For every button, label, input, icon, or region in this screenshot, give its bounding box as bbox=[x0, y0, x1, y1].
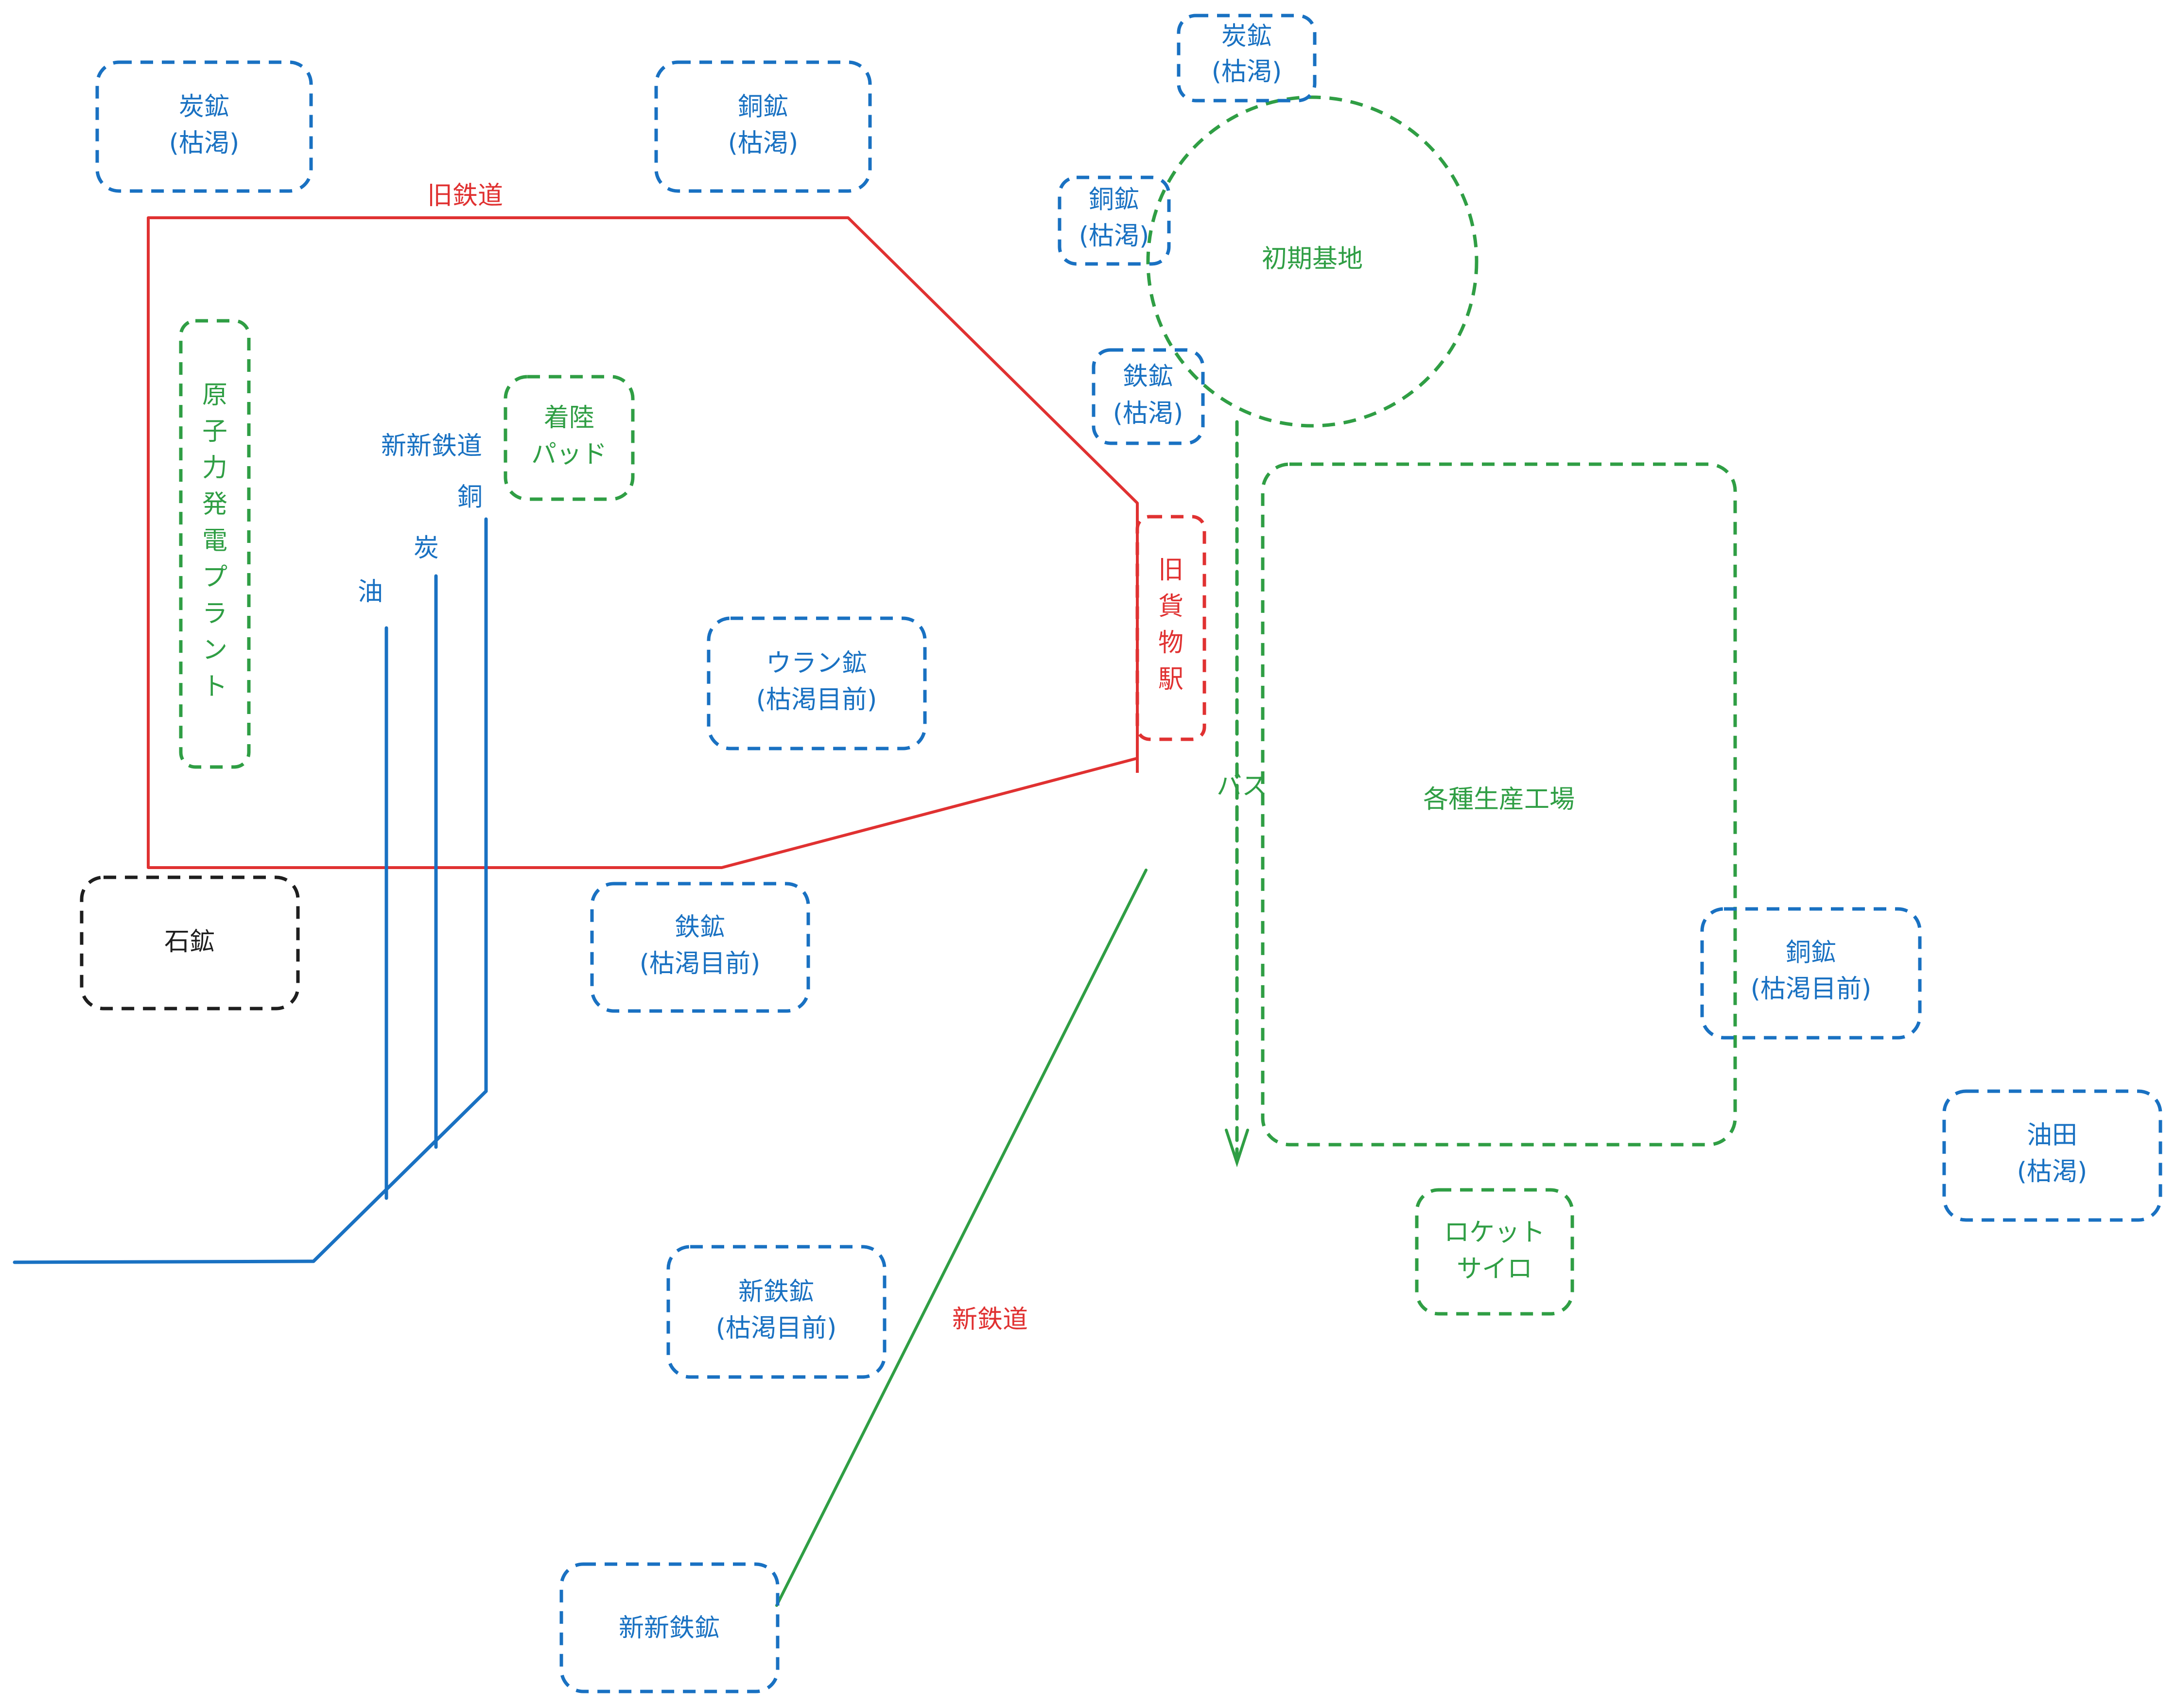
svg-text:(枯渇): (枯渇) bbox=[2017, 1157, 2088, 1186]
svg-text:プ: プ bbox=[202, 563, 227, 592]
svg-text:発: 発 bbox=[202, 490, 227, 519]
copper-mine-depleted-right: 銅鉱 (枯渇) bbox=[1058, 175, 1171, 266]
svg-text:初期基地: 初期基地 bbox=[1262, 244, 1363, 274]
svg-text:ウラン鉱: ウラン鉱 bbox=[766, 649, 867, 678]
iron-mine-nearly-depleted: 鉄鉱 (枯渇目前) bbox=[590, 882, 810, 1013]
svg-text:旧: 旧 bbox=[1158, 556, 1183, 585]
svg-text:各種生産工場: 各種生産工場 bbox=[1423, 785, 1575, 814]
svg-text:(枯渇目前): (枯渇目前) bbox=[1751, 975, 1872, 1004]
svg-text:炭鉱: 炭鉱 bbox=[1221, 22, 1272, 51]
svg-text:貨: 貨 bbox=[1158, 592, 1183, 621]
svg-text:炭鉱: 炭鉱 bbox=[179, 92, 229, 122]
svg-text:(枯渇): (枯渇) bbox=[728, 129, 799, 158]
svg-text:パッド: パッド bbox=[531, 440, 607, 469]
landing-pad: 着陸 パッド bbox=[504, 375, 635, 501]
svg-text:(枯渇): (枯渇) bbox=[1079, 222, 1149, 251]
bus-label: バス bbox=[1217, 772, 1267, 801]
production-factories: 各種生産工場 bbox=[1261, 462, 1737, 1147]
old-freight-station: 旧 貨 物 駅 bbox=[1135, 515, 1206, 741]
svg-text:銅鉱: 銅鉱 bbox=[1089, 185, 1139, 214]
svg-text:(枯渇目前): (枯渇目前) bbox=[716, 1314, 837, 1343]
coal-branch-label: 炭 bbox=[414, 534, 439, 563]
svg-text:ト: ト bbox=[202, 672, 227, 701]
old-railway-label: 旧鉄道 bbox=[427, 181, 503, 210]
copper-mine-nearly-depleted-right: 銅鉱 (枯渇目前) bbox=[1700, 907, 1922, 1040]
coal-mine-depleted-top-right: 炭鉱 (枯渇) bbox=[1177, 14, 1317, 103]
svg-text:石鉱: 石鉱 bbox=[164, 927, 215, 957]
svg-text:ラ: ラ bbox=[202, 599, 227, 628]
uranium-mine-nearly-depleted: ウラン鉱 (枯渇目前) bbox=[707, 616, 927, 750]
iron-mine-depleted-right: 鉄鉱 (枯渇) bbox=[1092, 348, 1205, 445]
svg-text:ン: ン bbox=[202, 636, 227, 665]
new-iron-mine-nearly-depleted: 新鉄鉱 (枯渇目前) bbox=[666, 1245, 887, 1379]
rocket-silo: ロケット サイロ bbox=[1415, 1188, 1574, 1316]
new-new-railway-label: 新新鉄道 bbox=[381, 432, 482, 461]
svg-text:子: 子 bbox=[202, 417, 227, 446]
svg-text:着陸: 着陸 bbox=[544, 403, 594, 433]
svg-text:(枯渇): (枯渇) bbox=[169, 129, 240, 158]
oil-field-depleted: 油田 (枯渇) bbox=[1942, 1089, 2162, 1222]
svg-text:サイロ: サイロ bbox=[1457, 1255, 1532, 1284]
svg-text:電: 電 bbox=[202, 526, 227, 556]
svg-text:物: 物 bbox=[1158, 628, 1183, 658]
svg-text:新新鉄鉱: 新新鉄鉱 bbox=[619, 1614, 720, 1643]
copper-mine-depleted-top: 銅鉱 (枯渇) bbox=[654, 60, 872, 193]
initial-base: 初期基地 bbox=[1146, 95, 1479, 428]
svg-text:銅鉱: 銅鉱 bbox=[1786, 938, 1836, 967]
copper-branch-label: 銅 bbox=[457, 483, 483, 512]
new-new-railway-trunk bbox=[13, 1089, 488, 1264]
stone-mine: 石鉱 bbox=[80, 875, 300, 1011]
new-railway-label: 新鉄道 bbox=[952, 1305, 1028, 1334]
svg-text:力: 力 bbox=[202, 453, 227, 483]
svg-text:ロケット: ロケット bbox=[1444, 1218, 1545, 1247]
svg-text:(枯渇目前): (枯渇目前) bbox=[640, 949, 761, 978]
svg-text:駅: 駅 bbox=[1158, 665, 1183, 694]
svg-text:鉄鉱: 鉄鉱 bbox=[675, 913, 725, 942]
bus-arrowhead bbox=[1225, 1129, 1249, 1168]
svg-text:鉄鉱: 鉄鉱 bbox=[1123, 362, 1173, 391]
svg-text:(枯渇): (枯渇) bbox=[1113, 399, 1183, 428]
nuclear-power-plant: 原 子 力 発 電 プ ラ ン ト bbox=[179, 319, 251, 769]
new-new-iron-mine: 新新鉄鉱 bbox=[559, 1562, 780, 1693]
svg-text:新鉄鉱: 新鉄鉱 bbox=[738, 1277, 814, 1307]
svg-text:油田: 油田 bbox=[2027, 1121, 2077, 1150]
svg-text:(枯渇): (枯渇) bbox=[1212, 57, 1282, 87]
coal-mine-depleted-top-left: 炭鉱 (枯渇) bbox=[95, 60, 313, 193]
oil-branch-label: 油 bbox=[358, 577, 383, 607]
svg-text:銅鉱: 銅鉱 bbox=[738, 92, 788, 122]
svg-text:(枯渇目前): (枯渇目前) bbox=[756, 685, 877, 715]
svg-text:原: 原 bbox=[202, 381, 227, 410]
old-railway-line bbox=[147, 216, 1139, 869]
new-railway-line bbox=[775, 869, 1148, 1607]
